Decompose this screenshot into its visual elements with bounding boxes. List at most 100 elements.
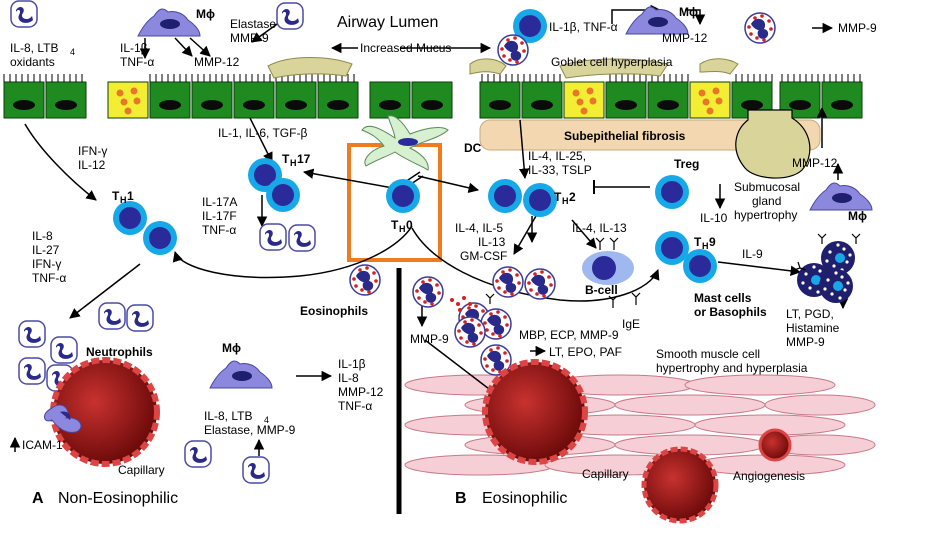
macrophage-label-tl: Mϕ <box>196 7 215 21</box>
panel-a-letter: A <box>32 490 44 507</box>
angiogenesis-label: Angiogenesis <box>733 469 805 483</box>
fibrosis-label: Subepithelial fibrosis <box>564 129 686 143</box>
increased-mucus-label: Increased Mucus <box>360 41 451 55</box>
mediator-mbp: MBP, ECP, MMP-9 <box>519 328 619 342</box>
mediator-ifn-2: IL-12 <box>78 158 106 172</box>
macrophage-label-tr: Mϕ <box>679 5 698 19</box>
epithelium-middle <box>369 81 453 119</box>
panel-b-title: Eosinophilic <box>482 490 567 507</box>
svg-text:1: 1 <box>127 189 134 203</box>
mucus-blobs <box>267 57 739 79</box>
mediator-mac-a-2: IL-8 <box>338 371 359 385</box>
smooth-muscle-label-2: hypertrophy and hyperplasia <box>656 361 808 375</box>
mediator-il10: IL-10 <box>700 211 728 225</box>
mediator-il413: IL-4, IL-13 <box>572 221 627 235</box>
mediator-elastase-mmp9: Elastase, MMP-9 <box>204 423 296 437</box>
eosinophils-label: Eosinophils <box>300 304 368 318</box>
mediator-th1-4: TNF-α <box>32 271 66 285</box>
svg-text:T: T <box>282 152 290 166</box>
mediator-th1-1: IL-8 <box>32 229 53 243</box>
mediator-th2-2: IL-33, TSLP <box>528 163 592 177</box>
ige-label: IgE <box>622 317 640 331</box>
mediator-ifn-1: IFN-γ <box>78 144 107 158</box>
svg-text:2: 2 <box>569 190 576 204</box>
svg-text:T: T <box>112 189 120 203</box>
transmigrating-neutrophil <box>44 404 82 433</box>
submucosal-label-2: gland <box>752 194 781 208</box>
mediator-il45-3: GM-CSF <box>460 249 507 263</box>
macrophage-label-r: Mϕ <box>848 209 867 223</box>
svg-text:IL-8, LTB: IL-8, LTB <box>204 409 252 423</box>
mediator-il17-3: TNF-α <box>202 223 236 237</box>
mediator-tr-1: IL-1β, TNF-α <box>549 20 618 34</box>
mediator-th1-3: IFN-γ <box>32 257 61 271</box>
mediator-elastase-2: MMP-9 <box>230 31 269 45</box>
svg-text:H: H <box>290 158 297 168</box>
mediator-oxidants: oxidants <box>10 55 55 69</box>
panel-b-letter: B <box>455 490 467 507</box>
svg-text:17: 17 <box>297 152 311 166</box>
epithelium-right <box>479 74 863 119</box>
smooth-muscle-layer <box>404 374 876 476</box>
epithelium-left <box>3 74 359 119</box>
panel-a-title: Non-Eosinophilic <box>58 490 178 507</box>
mediator-mac-a-4: TNF-α <box>338 399 372 413</box>
mediator-mast-2: Histamine <box>786 321 840 335</box>
submucosal-gland <box>735 109 811 179</box>
mediator-th2-1: IL-4, IL-25, <box>528 149 586 163</box>
macrophage-label-a: Mϕ <box>222 341 241 355</box>
fibrosis-band <box>479 119 821 151</box>
svg-text:H: H <box>562 196 569 206</box>
mediator-il1-6: IL-1, IL-6, TGF-β <box>218 126 307 140</box>
svg-text:H: H <box>702 241 709 251</box>
treg-label: Treg <box>674 157 699 171</box>
svg-text:4: 4 <box>264 415 269 425</box>
mediator-mmp12-r: MMP-12 <box>792 156 838 170</box>
svg-text:H: H <box>120 195 127 205</box>
mediator-il9: IL-9 <box>742 247 763 261</box>
mediator-tr-3: MMP-9 <box>838 21 877 35</box>
capillary-b-label: Capillary <box>582 467 629 481</box>
svg-text:4: 4 <box>70 47 75 57</box>
mast-label-2: or Basophils <box>694 305 767 319</box>
mediator-il45-2: IL-13 <box>478 235 506 249</box>
mediator-lt-epo: LT, EPO, PAF <box>549 345 622 359</box>
mediator-il8-ltb4-a: IL-8, LTB 4 <box>204 409 269 425</box>
submucosal-label-3: hypertrophy <box>734 208 797 222</box>
b-cell-icon <box>582 251 634 285</box>
mast-label-1: Mast cells <box>694 291 752 305</box>
mediator-il45-1: IL-4, IL-5 <box>455 221 503 235</box>
airway-lumen-label: Airway Lumen <box>337 14 438 31</box>
mediator-mac-a-3: MMP-12 <box>338 385 384 399</box>
svg-text:IL-8, LTB: IL-8, LTB <box>10 41 58 55</box>
mediator-th1-2: IL-27 <box>32 243 60 257</box>
svg-text:9: 9 <box>709 235 716 249</box>
neutrophils-label: Neutrophils <box>86 345 153 359</box>
capillary-icon <box>50 357 792 524</box>
icam-label: ICAM-1 <box>22 438 63 452</box>
mediator-mac-2: TNF-α <box>120 55 154 69</box>
mediator-mast-1: LT, PGD, <box>786 307 834 321</box>
mediator-mmp9-b: MMP-9 <box>410 332 449 346</box>
svg-text:T: T <box>391 218 399 232</box>
bcell-label: B-cell <box>585 283 618 297</box>
dc-label: DC <box>464 141 482 155</box>
mediator-il17-1: IL-17A <box>202 195 237 209</box>
goblet-hyperplasia-label: Goblet cell hyperplasia <box>551 55 673 69</box>
mediator-mac-3: MMP-12 <box>194 55 240 69</box>
mediator-elastase-1: Elastase <box>230 17 276 31</box>
mediator-mast-3: MMP-9 <box>786 335 825 349</box>
capillary-a-label: Capillary <box>118 463 165 477</box>
mediator-tr-2: MMP-12 <box>662 31 708 45</box>
mediator-mac-a-1: IL-1β <box>338 357 366 371</box>
mediator-il17-2: IL-17F <box>202 209 237 223</box>
mediator-mac-1: IL-1β <box>120 41 148 55</box>
svg-text:T: T <box>554 190 562 204</box>
